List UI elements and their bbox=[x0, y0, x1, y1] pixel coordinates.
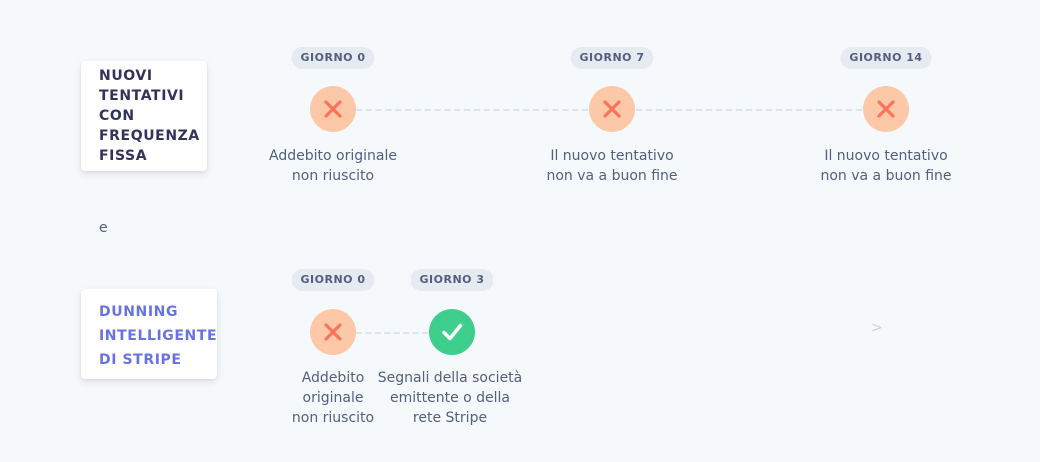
smart-step-1-caption: Addebito originale non riuscito bbox=[291, 370, 375, 426]
fixed-timeline-connector-2 bbox=[636, 109, 862, 111]
fixed-step-3-day-badge: GIORNO 14 bbox=[840, 47, 932, 69]
fixed-step-1-fail-node bbox=[310, 86, 356, 132]
close-x-icon bbox=[603, 100, 621, 118]
fixed-step-1-day-badge: GIORNO 0 bbox=[291, 47, 375, 69]
close-x-icon bbox=[324, 100, 342, 118]
fixed-step-3-caption: Il nuovo tentativo non va a buon fine bbox=[820, 148, 952, 184]
smart-step-2-success-node bbox=[429, 309, 475, 355]
fixed-retries-label-card: NUOVI TENTATIVI CON FREQUENZA FISSA bbox=[81, 61, 207, 171]
smart-step-2-day-badge: GIORNO 3 bbox=[410, 269, 494, 291]
close-x-icon bbox=[877, 100, 895, 118]
fixed-timeline-connector-1 bbox=[356, 109, 588, 111]
fixed-retries-label: NUOVI TENTATIVI CON FREQUENZA FISSA bbox=[99, 68, 200, 164]
rows-connector-word: e bbox=[99, 220, 108, 236]
smart-step-1-fail-node bbox=[310, 309, 356, 355]
smart-step-2-caption: Segnali della società emittente o della … bbox=[377, 370, 523, 426]
smart-step-1-day-badge: GIORNO 0 bbox=[291, 269, 375, 291]
close-x-icon bbox=[324, 323, 342, 341]
smart-dunning-label-card: DUNNING INTELLIGENTE DI STRIPE bbox=[81, 289, 217, 379]
checkmark-icon bbox=[442, 323, 463, 341]
fixed-step-1-caption: Addebito originale non riuscito bbox=[269, 148, 397, 184]
fixed-step-2-fail-node bbox=[589, 86, 635, 132]
fixed-step-2-day-badge: GIORNO 7 bbox=[570, 47, 654, 69]
chevron-right-icon: > bbox=[871, 320, 883, 336]
fixed-step-2-caption: Il nuovo tentativo non va a buon fine bbox=[546, 148, 678, 184]
smart-timeline-connector bbox=[356, 332, 428, 334]
smart-dunning-label: DUNNING INTELLIGENTE DI STRIPE bbox=[99, 304, 218, 368]
fixed-step-3-fail-node bbox=[863, 86, 909, 132]
